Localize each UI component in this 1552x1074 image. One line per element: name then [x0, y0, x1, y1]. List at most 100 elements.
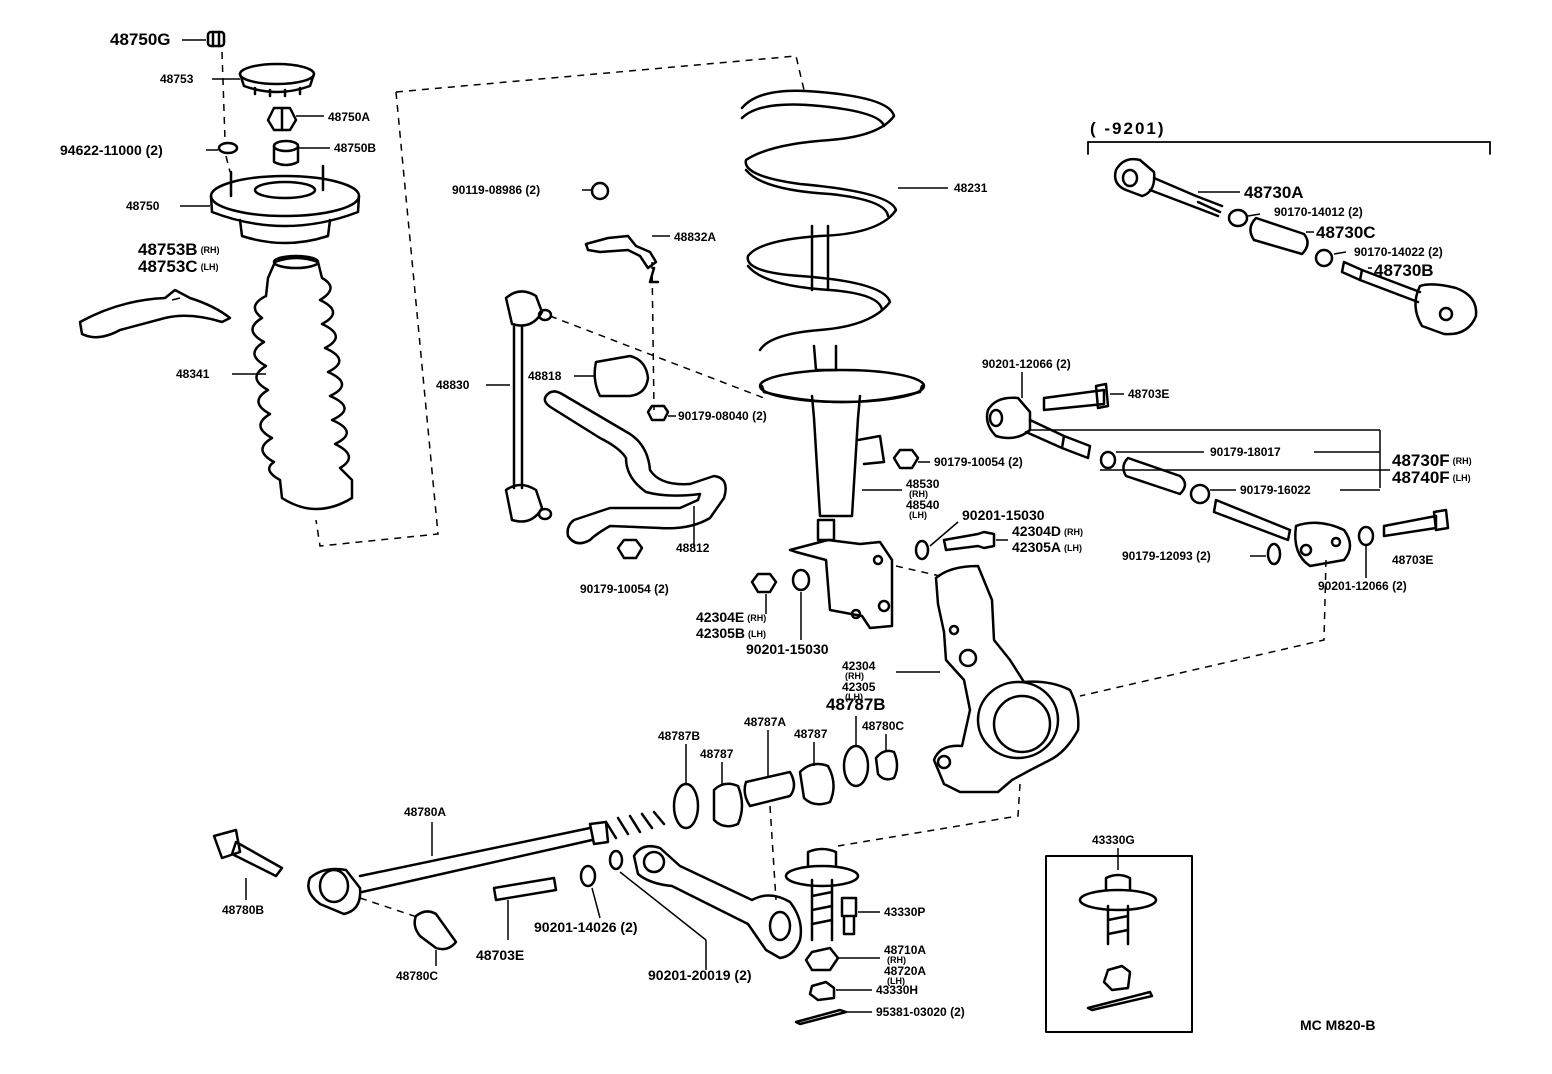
bolt-43330P-drawing	[840, 896, 858, 936]
washer-90201-14026-drawing	[579, 864, 597, 888]
label-48703E-b: 48703E	[1392, 553, 1434, 567]
lower-arm-48710A-drawing	[632, 845, 803, 960]
diagram-code: MC M820-B	[1300, 1017, 1376, 1033]
nut-90170-14012-drawing	[1227, 208, 1249, 228]
nut-43330H-drawing	[808, 980, 836, 1002]
label-48730C: 48730C	[1316, 223, 1376, 242]
strut-48530-drawing	[758, 224, 926, 630]
label-48812: 48812	[676, 541, 710, 555]
label-48740F: 48740F(LH)	[1392, 469, 1471, 486]
label-42304D: 42304D(RH)	[1012, 524, 1083, 538]
strut-rod-48780A-drawing	[307, 810, 666, 916]
label-42304: 42304(RH)	[842, 660, 875, 681]
label-48753B: 48753B(RH)	[138, 241, 220, 258]
ball-joint-43330G-drawing	[1078, 873, 1158, 1012]
label-90170-14012: 90170-14012 (2)	[1274, 205, 1363, 219]
label-90201-20019: 90201-20019 (2)	[648, 967, 752, 983]
label-48780A: 48780A	[404, 805, 447, 819]
nut-90179-12093-drawing	[1266, 542, 1282, 566]
washer-48787B-b-drawing	[842, 744, 870, 788]
label-42305A: 42305A(LH)	[1012, 540, 1082, 554]
label-48530-rh: (RH)	[909, 489, 928, 499]
bump-stop-48341-drawing	[251, 254, 354, 511]
label-48710A: 48710A(RH)	[884, 944, 926, 965]
label-48730F: 48730F(RH)	[1392, 452, 1472, 469]
label-48341: 48341	[176, 367, 210, 381]
label-48730F-rh: (RH)	[1452, 456, 1472, 467]
bolt-48780B-drawing	[212, 828, 284, 878]
label-42304-number: 42304	[842, 659, 876, 673]
leader-lines	[171, 39, 1390, 1013]
label-48753B-rh: (RH)	[200, 245, 220, 256]
label-48710A-number: 48710A	[884, 943, 927, 957]
label-48530: 48530(RH)	[906, 478, 939, 499]
label-48740F-number: 48740F	[1392, 468, 1450, 487]
label-48750A: 48750A	[328, 110, 371, 124]
label-90179-12093: 90179-12093 (2)	[1122, 549, 1211, 563]
inset-box	[1045, 855, 1193, 1033]
spacer-48750B-drawing	[272, 139, 300, 167]
label-90179-10054-b: 90179-10054 (2)	[934, 455, 1023, 469]
stabilizer-link-48830-drawing	[504, 290, 553, 523]
lateral-arm-48740F-drawing	[1212, 498, 1352, 568]
label-48720A: 48720A(LH)	[884, 965, 926, 986]
bolt-48703E-a-drawing	[1042, 382, 1110, 412]
bolt-42304D-drawing	[942, 530, 996, 552]
label-48530-48540: 48530(RH) 48540(LH)	[906, 478, 939, 520]
label-48730B: 48730B	[1374, 261, 1434, 280]
label-48753C-lh: (LH)	[200, 262, 219, 273]
label-48787B-a: 48787B	[658, 729, 701, 743]
label-48720A-number: 48720A	[884, 964, 927, 978]
lateral-arm-48730B-drawing	[1340, 260, 1478, 336]
label-90179-16022: 90179-16022	[1240, 483, 1311, 497]
label-90179-10054-a: 90179-10054 (2)	[580, 582, 669, 596]
washer-90201-15030-a-drawing	[914, 539, 930, 561]
label-42305-lh: (LH)	[845, 692, 863, 702]
label-42304D-rh: (RH)	[1064, 526, 1084, 537]
label-94622-11000: 94622-11000 (2)	[60, 142, 163, 158]
label-90201-12066-b: 90201-12066 (2)	[1318, 579, 1407, 593]
label-90201-15030-a: 90201-15030	[962, 507, 1045, 523]
nut-90179-08040-drawing	[646, 404, 670, 422]
bushing-48787-a-drawing	[712, 782, 744, 828]
label-42304-rh: (RH)	[845, 671, 864, 681]
label-42304-42305: 42304(RH) 42305(LH)	[842, 660, 875, 702]
label-48530-number: 48530	[906, 477, 940, 491]
label-48787-b: 48787	[794, 727, 828, 741]
label-48710A-48720A: 48710A(RH) 48720A(LH)	[884, 944, 926, 986]
label-48703E-c: 48703E	[476, 947, 525, 963]
nut-42304E-drawing	[750, 572, 778, 594]
range-bracket	[1087, 141, 1491, 155]
ball-joint-43330P-drawing	[784, 847, 860, 942]
mount-48750-drawing	[209, 164, 361, 245]
label-43330G: 43330G	[1092, 833, 1135, 847]
label-48703E-a: 48703E	[1128, 387, 1170, 401]
label-48818: 48818	[528, 369, 562, 383]
label-90179-18017: 90179-18017	[1210, 445, 1281, 459]
bracket-48832A-drawing	[584, 234, 658, 270]
label-90201-12066-a: 90201-12066 (2)	[982, 357, 1071, 371]
label-48787A: 48787A	[744, 715, 787, 729]
washer-48787B-a-drawing	[672, 782, 700, 830]
assembly-lines	[221, 51, 1327, 919]
label-95381-03020: 95381-03020 (2)	[876, 1005, 965, 1019]
lateral-arm-48730F-drawing	[985, 396, 1092, 460]
label-48540-number: 48540	[906, 498, 940, 512]
label-42304D-number: 42304D	[1012, 523, 1062, 539]
knuckle-42304-drawing	[932, 564, 1080, 794]
cap-48780C-a-drawing	[874, 749, 899, 781]
label-48753C-number: 48753C	[138, 257, 198, 276]
label-42305: 42305(LH)	[842, 681, 875, 702]
label-48832A: 48832A	[674, 230, 717, 244]
label-48730F-number: 48730F	[1392, 451, 1450, 470]
nut-90179-10054-drawing	[616, 538, 644, 560]
label-48750B: 48750B	[334, 141, 377, 155]
sleeve-drawing	[1122, 456, 1187, 496]
label-42304E-number: 42304E	[696, 609, 745, 625]
label-90170-14022: 90170-14022 (2)	[1354, 245, 1443, 259]
label-42304E-rh: (RH)	[747, 612, 767, 623]
sleeve-48730C-drawing	[1249, 216, 1309, 256]
cap-48780C-b-drawing	[413, 910, 458, 951]
label-42305A-lh: (LH)	[1064, 542, 1083, 553]
label-48231: 48231	[954, 181, 988, 195]
